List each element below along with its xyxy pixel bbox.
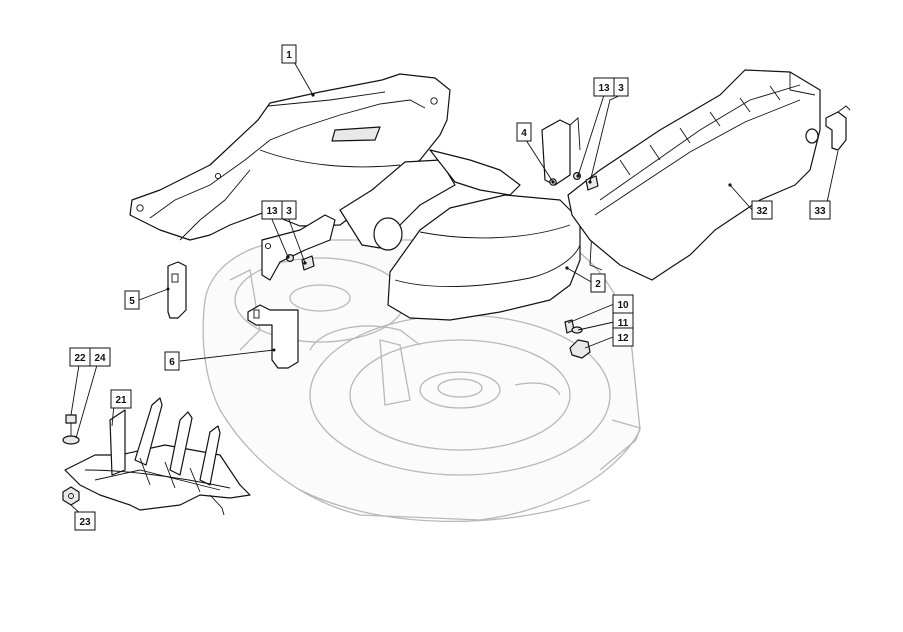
part-21-mulch-plate — [64, 397, 251, 516]
part-33-latch-hook — [825, 105, 851, 151]
part-5-plate — [166, 261, 187, 319]
callout-13-lower: 13 — [261, 200, 283, 220]
callout-4: 4 — [516, 122, 532, 142]
callout-24-label: 24 — [94, 353, 106, 364]
callout-6-label: 6 — [169, 357, 175, 368]
part-4-bracket — [541, 117, 581, 186]
callout-33-label: 33 — [814, 206, 826, 217]
callout-13-upper-label: 13 — [598, 83, 610, 94]
callout-3-upper: 3 — [613, 77, 629, 97]
leader-lines — [70, 59, 839, 518]
callout-3-lower-label: 3 — [286, 206, 292, 217]
callout-10: 10 — [612, 294, 634, 314]
part-2-collector-housing — [339, 149, 603, 321]
callout-23-label: 23 — [79, 517, 91, 528]
callout-5-label: 5 — [129, 296, 135, 307]
callout-3-upper-label: 3 — [618, 83, 624, 94]
callout-3-lower: 3 — [281, 200, 297, 220]
callout-24: 24 — [89, 347, 111, 367]
mower-deck-ghost — [202, 239, 641, 522]
fasteners-22-24-23 — [62, 414, 80, 506]
callout-1: 1 — [281, 44, 297, 64]
callout-13-lower-label: 13 — [266, 206, 278, 217]
part-32-side-chute — [567, 69, 821, 281]
callout-12-label: 12 — [617, 333, 629, 344]
callout-32: 32 — [751, 200, 773, 220]
callout-23: 23 — [74, 511, 96, 531]
callout-21: 21 — [110, 389, 132, 409]
callout-2-label: 2 — [595, 279, 601, 290]
callout-10-label: 10 — [617, 300, 629, 311]
callout-13-upper: 13 — [593, 77, 615, 97]
callout-22: 22 — [69, 347, 91, 367]
callout-32-label: 32 — [756, 206, 768, 217]
callout-33: 33 — [809, 200, 831, 220]
callout-5: 5 — [124, 290, 140, 310]
callout-12: 12 — [612, 327, 634, 347]
callout-6: 6 — [164, 351, 180, 371]
callout-4-label: 4 — [521, 128, 527, 139]
callout-11-label: 11 — [618, 318, 629, 329]
callout-22-label: 22 — [74, 353, 86, 364]
callout-2: 2 — [590, 273, 606, 293]
left-mount-bracket — [261, 214, 336, 281]
callout-21-label: 21 — [115, 395, 127, 406]
callout-1-label: 1 — [286, 50, 292, 61]
knob-assembly-10-11-12 — [564, 319, 591, 359]
